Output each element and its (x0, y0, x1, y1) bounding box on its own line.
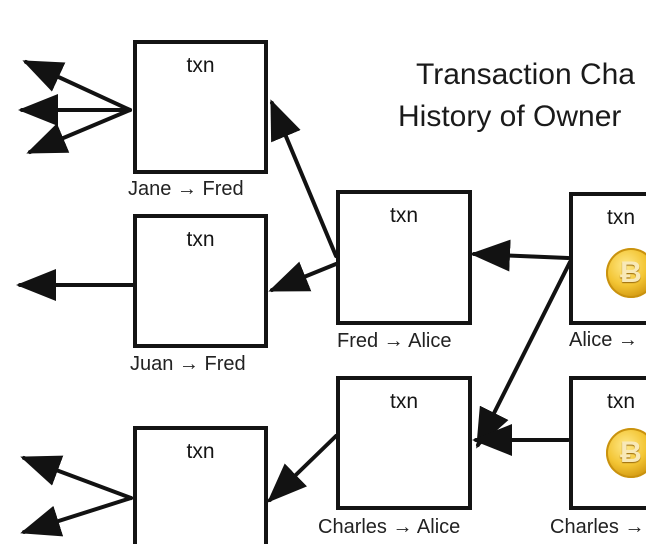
txn-caption-fred-alice: Fred → Alice (337, 330, 452, 352)
bitcoin-coin-icon: Ƀ (606, 428, 646, 478)
txn-caption-charles: Charles → (550, 516, 645, 538)
txn-caption-charles-alice: Charles → Alice (318, 516, 461, 538)
txn-label: txn (186, 54, 215, 77)
diagram-title-line-2: History of Owner (398, 100, 622, 133)
txn-label: txn (186, 228, 215, 251)
arrow-alice-to-fred-alice (470, 239, 570, 272)
txn-caption-jane-fred: Jane → Fred (128, 178, 244, 200)
txn-box-bottom-left: txn (133, 426, 268, 544)
txn-box-charles-alice: txn (336, 376, 472, 510)
txn-box-jane-fred: txn (133, 40, 268, 174)
outgoing-arrow-top-3 (26, 108, 132, 154)
txn-label: txn (389, 204, 418, 227)
arrow-charles-alice-to-bottom-left (267, 434, 338, 503)
txn-box-juan-fred: txn (133, 214, 268, 348)
txn-label: txn (607, 206, 636, 229)
txn-label: txn (186, 440, 215, 463)
txn-box-charles: txn Ƀ (569, 376, 646, 510)
txn-label: txn (389, 390, 418, 413)
arrow-fred-alice-to-juan-fred (268, 261, 338, 292)
txn-box-alice: txn Ƀ (569, 192, 646, 325)
diagram-title-line-1: Transaction Cha (416, 58, 635, 91)
arrow-fred-alice-to-jane-fred (270, 99, 338, 258)
txn-label: txn (607, 390, 636, 413)
outgoing-arrow-bottom-1 (20, 455, 133, 500)
outgoing-arrow-top-1 (22, 60, 132, 112)
outgoing-arrow-bottom-2 (20, 496, 133, 537)
txn-caption-juan-fred: Juan → Fred (130, 353, 246, 375)
txn-box-fred-alice: txn (336, 190, 472, 325)
arrow-alice-to-charles-alice (476, 260, 572, 449)
bitcoin-coin-icon: Ƀ (606, 248, 646, 298)
txn-caption-alice: Alice → (569, 329, 638, 351)
